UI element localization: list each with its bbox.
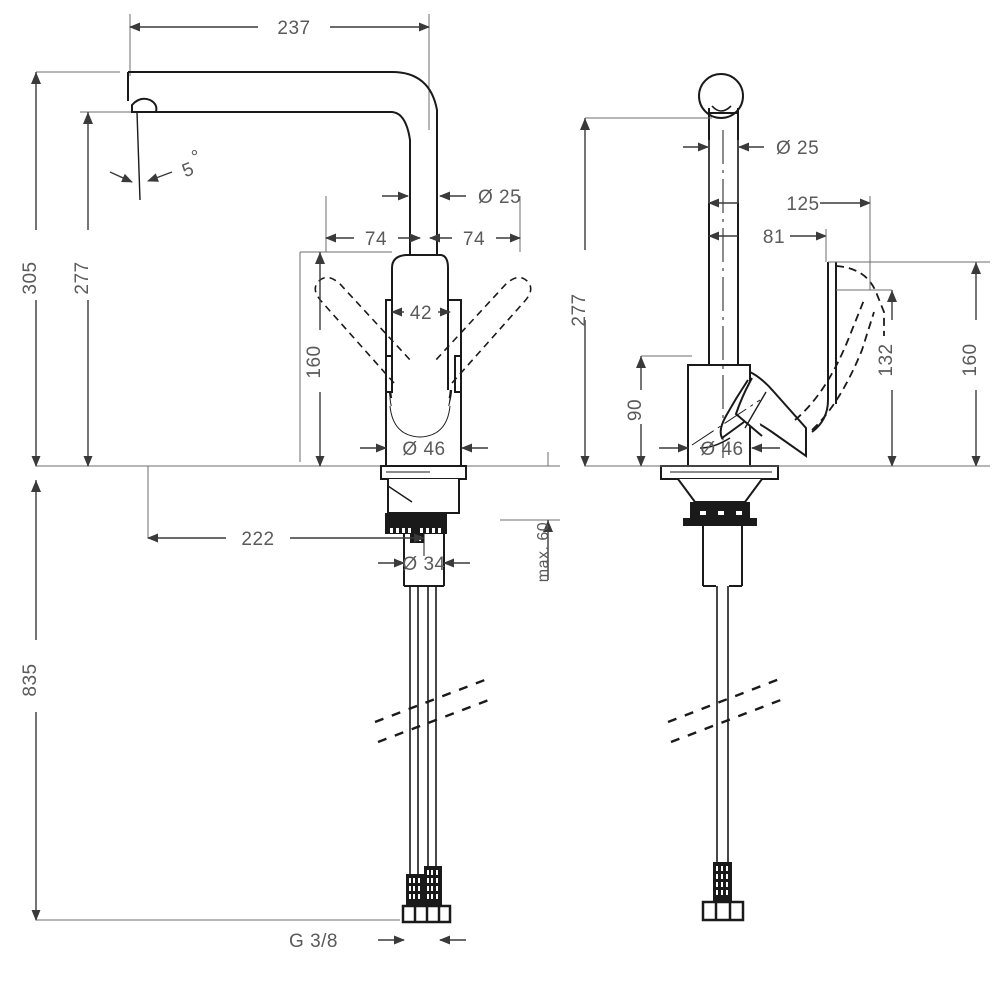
dimension-labels: 237 305 277 835 Ø 25 74 74 42 160 Ø 46 2… <box>20 18 981 952</box>
label-81: 81 <box>763 227 785 248</box>
label-160-right: 160 <box>960 343 981 376</box>
side-view-mount-nut <box>683 502 757 526</box>
label-dia-46-right: Ø 46 <box>700 439 743 460</box>
label-277-left: 277 <box>72 261 93 294</box>
label-277-right: 277 <box>569 293 590 326</box>
label-g38: G 3/8 <box>289 931 338 952</box>
dimension-lines-front <box>36 14 560 921</box>
dim-extension-lines-side <box>585 117 990 467</box>
label-90: 90 <box>625 399 646 421</box>
label-dia-34: Ø 34 <box>402 554 445 575</box>
front-view-hoses <box>409 586 437 880</box>
front-view-escutcheon <box>380 465 467 514</box>
front-view-hose-fittings <box>401 866 452 924</box>
label-237: 237 <box>277 18 310 39</box>
side-view-lever-closed <box>691 370 807 458</box>
side-view-hose <box>716 586 729 868</box>
label-74-right: 74 <box>463 229 485 250</box>
label-74-left: 74 <box>365 229 387 250</box>
label-305: 305 <box>20 261 41 294</box>
label-160-left: 160 <box>304 345 325 378</box>
label-42: 42 <box>410 303 432 324</box>
dim-arrows <box>31 22 981 945</box>
label-222: 222 <box>241 529 274 550</box>
label-dia-46-left: Ø 46 <box>402 439 445 460</box>
side-view-shank <box>702 526 743 587</box>
front-view-faucet <box>127 71 438 264</box>
label-835: 835 <box>20 663 41 696</box>
label-125: 125 <box>786 194 819 215</box>
label-dia-25-left: Ø 25 <box>478 187 521 208</box>
front-view-handle-swing-range <box>314 276 532 384</box>
label-132: 132 <box>876 343 897 376</box>
label-max-60: max. 60 <box>535 522 552 582</box>
side-view-escutcheon <box>660 465 779 503</box>
side-view-hose-fitting <box>701 862 745 922</box>
front-view-break-lines <box>374 676 495 744</box>
side-view-break-lines <box>667 676 787 744</box>
side-view-lever-open-dashed <box>794 265 885 431</box>
front-view-body <box>385 254 462 467</box>
label-dia-25-right: Ø 25 <box>776 138 819 159</box>
